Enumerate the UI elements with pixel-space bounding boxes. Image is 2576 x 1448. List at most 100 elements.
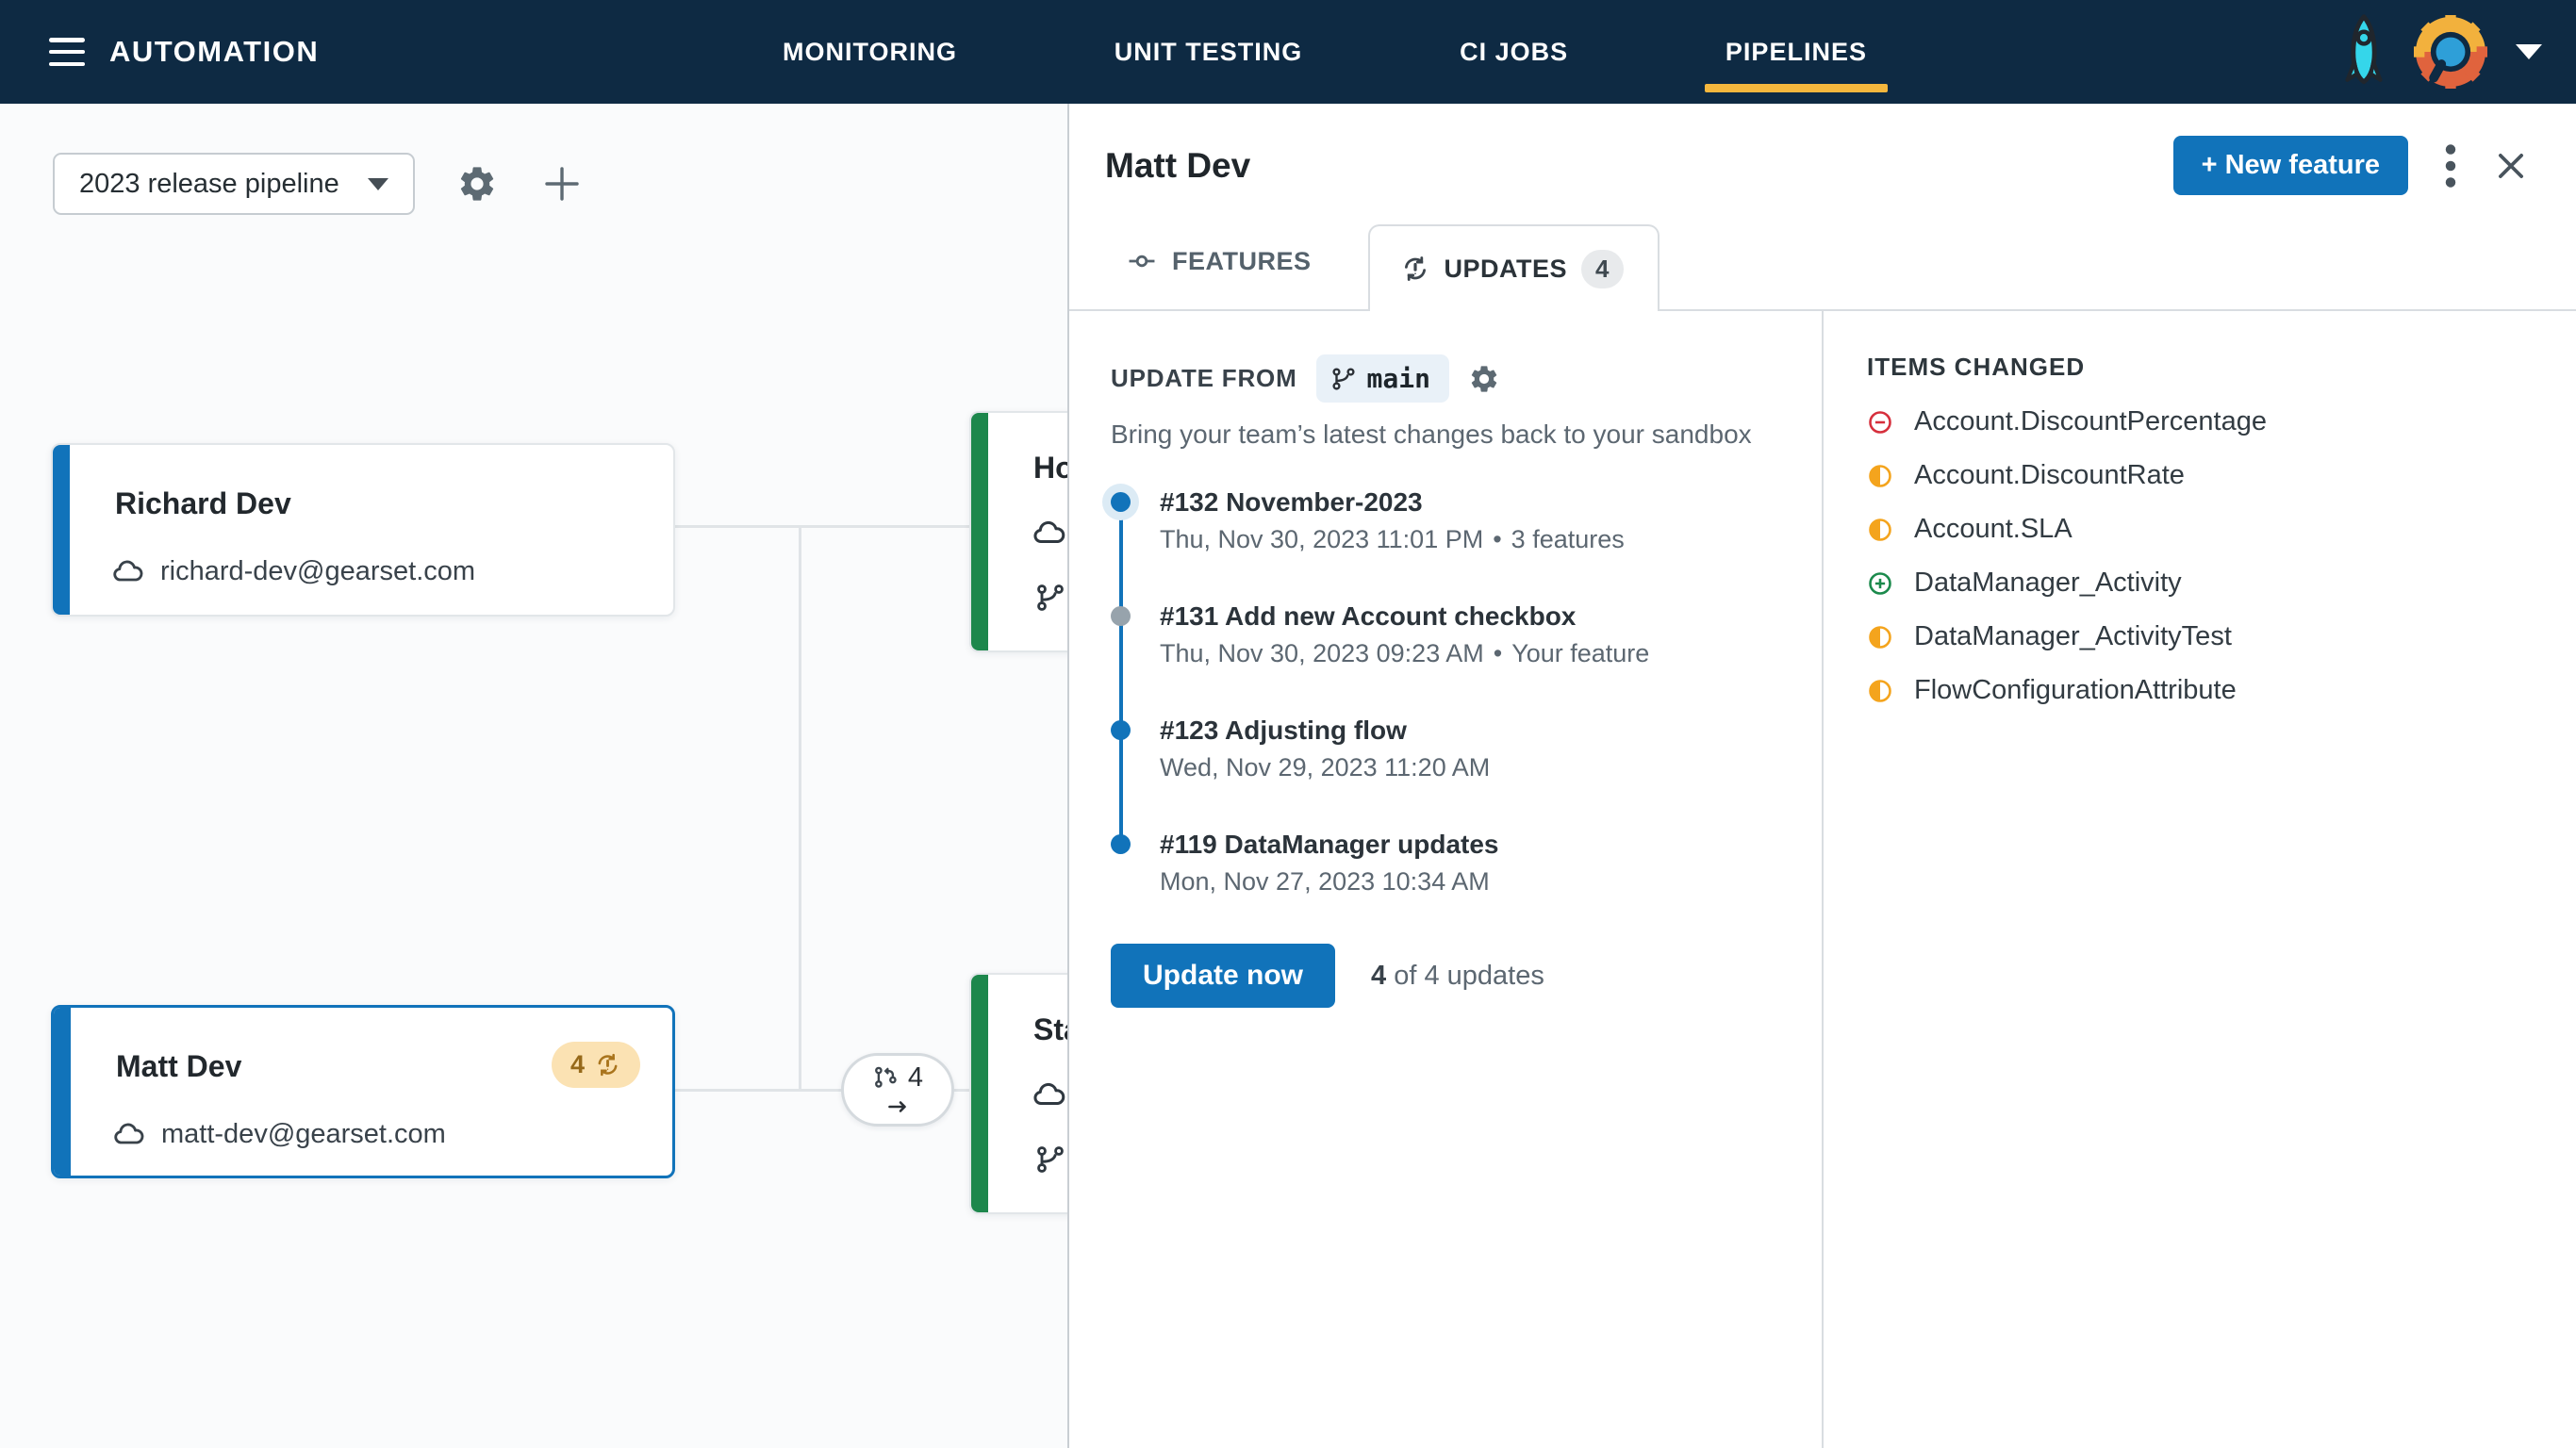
tab-updates-count-badge: 4: [1581, 249, 1624, 288]
items-changed-column: ITEMS CHANGED Account.DiscountPercentage…: [1822, 311, 2576, 1448]
update-settings-gear-icon[interactable]: [1468, 363, 1500, 395]
pipeline-selector-value: 2023 release pipeline: [79, 168, 339, 199]
promote-count: 4: [907, 1061, 924, 1093]
connector-line: [675, 525, 973, 528]
update-meta: Mon, Nov 27, 2023 10:34 AM: [1160, 867, 1490, 896]
item-changed-name: DataManager_ActivityTest: [1914, 621, 2232, 651]
item-changed-row[interactable]: DataManager_ActivityTest: [1867, 610, 2538, 664]
item-changed-name: DataManager_Activity: [1914, 568, 2182, 598]
pipeline-selector[interactable]: 2023 release pipeline: [53, 153, 415, 215]
update-from-label: UPDATE FROM: [1111, 364, 1297, 392]
item-changed-row[interactable]: DataManager_Activity: [1867, 556, 2538, 610]
pipeline-settings-button[interactable]: [456, 163, 498, 205]
app-title: AUTOMATION: [109, 35, 320, 68]
nav-item-unit-testing[interactable]: UNIT TESTING: [1114, 37, 1303, 66]
environment-detail-panel: Matt Dev + New feature FEATURES UPDATES …: [1067, 104, 2576, 1448]
update-title: #131 Add new Account checkbox: [1160, 601, 1577, 631]
promote-changes-node[interactable]: 4: [841, 1053, 954, 1127]
panel-title: Matt Dev: [1105, 145, 1251, 185]
more-options-kebab-icon[interactable]: [2444, 143, 2457, 189]
added-change-icon: [1867, 570, 1893, 597]
removed-change-icon: [1867, 409, 1893, 436]
update-extra: Your feature: [1511, 639, 1650, 667]
tab-features[interactable]: FEATURES: [1126, 245, 1312, 309]
env-card-title: Richard Dev: [115, 486, 291, 520]
tab-label: FEATURES: [1172, 246, 1312, 275]
item-changed-row[interactable]: FlowConfigurationAttribute: [1867, 664, 2538, 717]
add-pipeline-button[interactable]: [539, 161, 585, 206]
cloud-icon: [111, 554, 145, 588]
updates-available-badge[interactable]: 4: [551, 1042, 640, 1088]
branch-icon: [1033, 1143, 1067, 1176]
env-card-title: Ho: [1033, 451, 1074, 485]
item-changed-name: Account.DiscountRate: [1914, 460, 2185, 490]
modified-change-icon: [1867, 624, 1893, 650]
branch-name: main: [1366, 363, 1430, 394]
modified-change-icon: [1867, 463, 1893, 489]
update-extra: 3 features: [1511, 525, 1625, 553]
updates-column: UPDATE FROM main Bring your team’s lates…: [1069, 311, 1822, 1448]
pull-request-icon: [872, 1063, 900, 1092]
env-card-accent-bar: [53, 445, 70, 615]
timeline-dot: [1111, 492, 1131, 512]
env-card-accent-bar: [971, 413, 988, 650]
cloud-icon: [1032, 1077, 1067, 1112]
update-now-button[interactable]: Update now: [1111, 944, 1335, 1008]
nav-item-pipelines[interactable]: PIPELINES: [1704, 0, 1889, 104]
timeline-dot: [1111, 834, 1131, 854]
cloud-icon: [112, 1117, 146, 1151]
item-changed-row[interactable]: Account.DiscountRate: [1867, 449, 2538, 502]
env-card-accent-bar: [54, 1008, 71, 1176]
env-card-title: Matt Dev: [116, 1049, 242, 1083]
item-changed-name: Account.DiscountPercentage: [1914, 406, 2267, 436]
top-nav: AUTOMATION MONITORING UNIT TESTING CI JOBS…: [0, 0, 2576, 104]
commit-icon: [1126, 245, 1158, 277]
updates-summary: 4 of 4 updates: [1371, 961, 1544, 992]
nav-items: MONITORING UNIT TESTING CI JOBS PIPELINES: [783, 0, 1889, 104]
env-card-accent-bar: [971, 975, 988, 1212]
nav-item-ci-jobs[interactable]: CI JOBS: [1460, 37, 1569, 66]
new-feature-button[interactable]: + New feature: [2172, 136, 2408, 195]
connector-line: [799, 525, 801, 1091]
updates-summary-rest: of 4 updates: [1394, 960, 1544, 991]
branch-icon: [1033, 581, 1067, 615]
cloud-icon: [1032, 515, 1067, 551]
updates-summary-count: 4: [1371, 960, 1387, 991]
update-meta: Thu, Nov 30, 2023 11:01 PM•3 features: [1160, 525, 1625, 553]
update-subtitle: Bring your team’s latest changes back to…: [1111, 420, 1752, 449]
item-changed-row[interactable]: Account.SLA: [1867, 502, 2538, 556]
branch-icon: [1329, 365, 1358, 393]
update-title: #132 November-2023: [1160, 487, 1423, 517]
arrow-right-icon: [882, 1095, 914, 1118]
item-changed-name: FlowConfigurationAttribute: [1914, 675, 2237, 705]
update-title: #119 DataManager updates: [1160, 830, 1499, 859]
update-meta: Thu, Nov 30, 2023 09:23 AM•Your feature: [1160, 639, 1650, 667]
modified-change-icon: [1867, 517, 1893, 543]
update-title: #123 Adjusting flow: [1160, 716, 1407, 745]
env-card-richard-dev[interactable]: Richard Dev richard-dev@gearset.com: [51, 443, 675, 617]
user-avatar-gearset-logo[interactable]: [2414, 15, 2487, 89]
rocket-icon[interactable]: [2342, 13, 2386, 90]
sync-alert-icon: [1400, 254, 1430, 284]
hamburger-menu-icon[interactable]: [49, 38, 85, 66]
timeline-dot: [1111, 720, 1131, 740]
item-changed-row[interactable]: Account.DiscountPercentage: [1867, 395, 2538, 449]
env-card-matt-dev[interactable]: Matt Dev 4 matt-dev@gearset.com: [51, 1005, 675, 1178]
panel-tabs: FEATURES UPDATES 4: [1069, 224, 2576, 311]
chevron-down-icon: [368, 177, 388, 190]
nav-item-monitoring[interactable]: MONITORING: [783, 37, 957, 66]
env-card-email: matt-dev@gearset.com: [161, 1118, 446, 1149]
update-meta: Wed, Nov 29, 2023 11:20 AM: [1160, 753, 1491, 782]
tab-updates[interactable]: UPDATES 4: [1367, 224, 1660, 311]
source-branch-chip[interactable]: main: [1315, 354, 1449, 403]
modified-change-icon: [1867, 678, 1893, 704]
connector-line: [675, 1089, 845, 1092]
account-dropdown-caret-icon[interactable]: [2516, 44, 2542, 59]
close-panel-icon[interactable]: [2493, 148, 2529, 184]
